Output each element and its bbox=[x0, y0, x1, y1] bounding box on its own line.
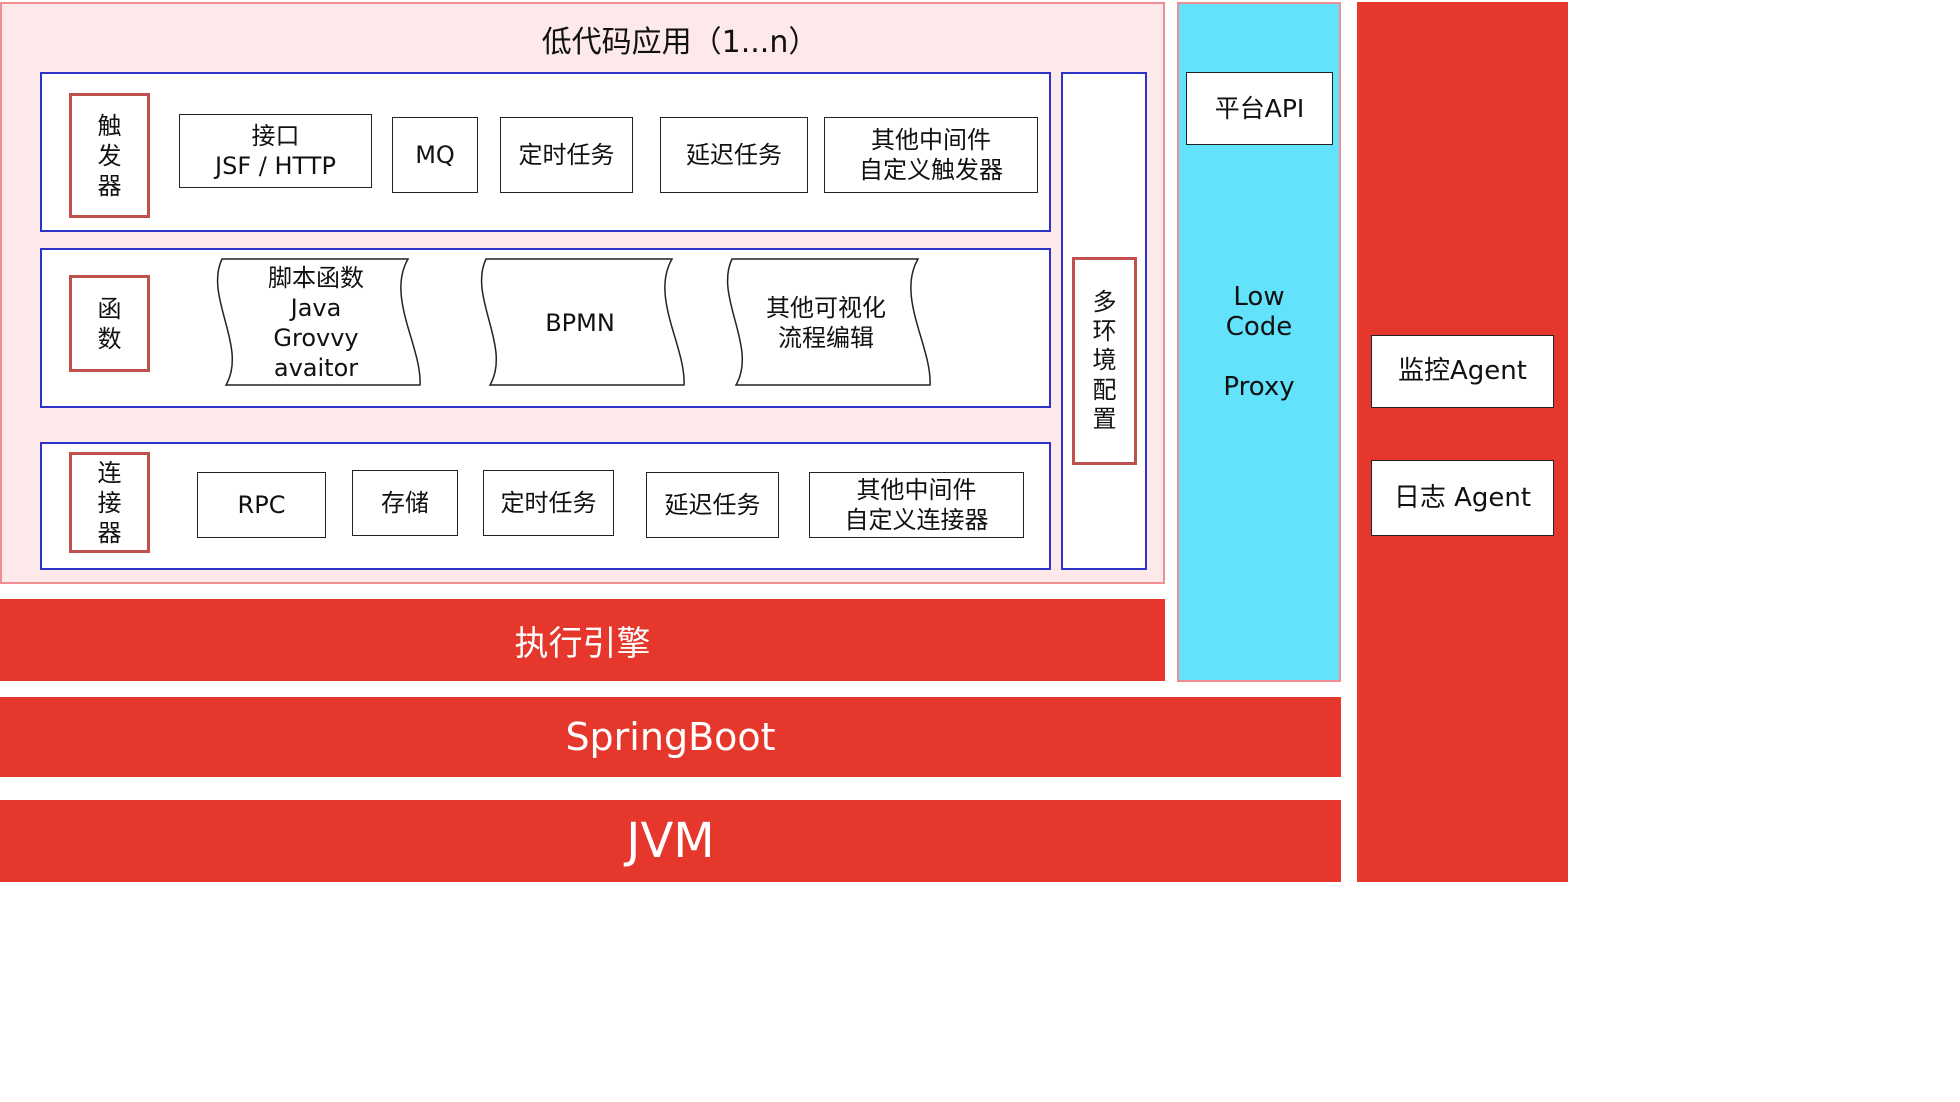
visual-flow-editor-tape: 其他可视化 流程编辑 bbox=[718, 257, 934, 389]
visual-flow-editor-text: 其他可视化 流程编辑 bbox=[766, 294, 886, 352]
multi-env-config-label: 多 环 境 配 置 bbox=[1072, 257, 1137, 465]
bpmn-tape: BPMN bbox=[472, 257, 688, 389]
execution-engine-bar: 执行引擎 bbox=[0, 599, 1165, 681]
script-function-tape: 脚本函数 Java Grovvy avaitor bbox=[208, 257, 424, 389]
lowcode-app-title: 低代码应用（1...n） bbox=[541, 25, 819, 60]
bpmn-text: BPMN bbox=[545, 309, 615, 337]
log-agent-box: 日志 Agent bbox=[1371, 460, 1554, 536]
connector-rpc-box: RPC bbox=[197, 472, 326, 538]
tape-shape-icon bbox=[216, 258, 421, 386]
connector-label: 连 接 器 bbox=[69, 452, 150, 553]
monitor-agent-box: 监控Agent bbox=[1371, 335, 1554, 408]
trigger-custom-middleware-box: 其他中间件 自定义触发器 bbox=[824, 117, 1038, 193]
platform-api-box: 平台API bbox=[1186, 72, 1333, 145]
tape-shape-icon bbox=[726, 258, 931, 386]
tape-shape-icon bbox=[480, 258, 685, 386]
springboot-bar: SpringBoot bbox=[0, 697, 1341, 777]
function-label: 函 数 bbox=[69, 275, 150, 372]
connector-scheduled-task-box: 定时任务 bbox=[483, 470, 614, 536]
trigger-mq-box: MQ bbox=[392, 117, 478, 193]
connector-delayed-task-box: 延迟任务 bbox=[646, 472, 779, 538]
trigger-label: 触 发 器 bbox=[69, 93, 150, 218]
trigger-scheduled-task-box: 定时任务 bbox=[500, 117, 633, 193]
lowcode-proxy-label: Low Code Proxy bbox=[1223, 282, 1295, 402]
trigger-interface-box: 接口 JSF / HTTP bbox=[179, 114, 372, 188]
agents-column bbox=[1357, 2, 1568, 882]
connector-custom-middleware-box: 其他中间件 自定义连接器 bbox=[809, 472, 1024, 538]
script-function-text: 脚本函数 Java Grovvy avaitor bbox=[268, 264, 364, 382]
jvm-bar: JVM bbox=[0, 800, 1341, 882]
connector-storage-box: 存储 bbox=[352, 470, 458, 536]
trigger-delayed-task-box: 延迟任务 bbox=[660, 117, 808, 193]
